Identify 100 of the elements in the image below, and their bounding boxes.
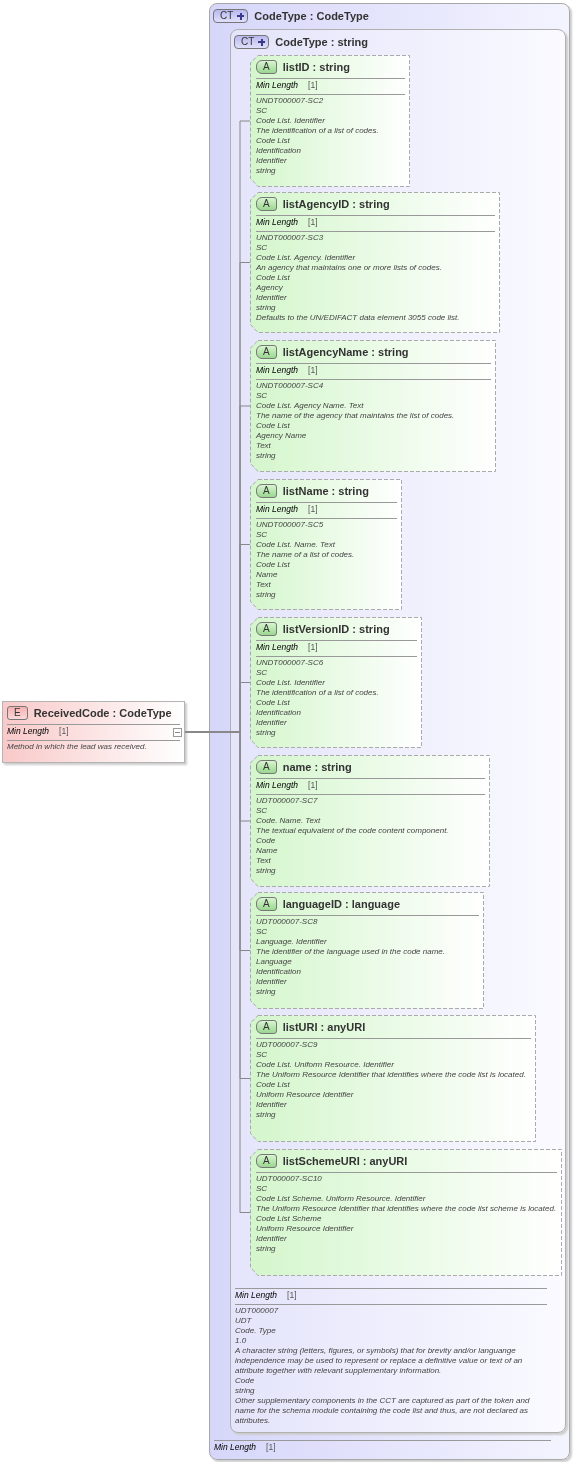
documentation-text: Identification	[256, 967, 302, 977]
documentation-text: The Uniform Resource Identifier that identifies where the code list scheme is located.	[256, 1204, 557, 1214]
facet-label: Min Length	[235, 1290, 278, 1301]
attribute-badge: A	[256, 60, 277, 74]
documentation-text: Code List	[256, 273, 291, 283]
attribute-box	[250, 1149, 562, 1276]
node-title: listAgencyID : string	[282, 198, 390, 210]
documentation-text: UDT000007	[235, 1306, 280, 1316]
documentation-text: The identification of a list of codes.	[256, 688, 380, 698]
documentation-text: Identification	[256, 146, 302, 156]
facet-label: Min Length	[7, 726, 50, 737]
facet-value: [1]	[287, 1290, 297, 1301]
documentation-text: Identifier	[256, 718, 288, 728]
node-title: name : string	[282, 761, 352, 773]
facet-label: Min Length	[256, 365, 299, 376]
attribute-box	[250, 755, 490, 887]
documentation-text: UDT000007-SC8	[256, 917, 319, 927]
documentation-text: Code List. Uniform Resource. Identifier	[256, 1060, 395, 1070]
attribute-badge: A	[256, 622, 277, 636]
attribute-badge: A	[256, 1020, 277, 1034]
documentation-text: Code List. Name. Text	[256, 540, 336, 550]
documentation-text: Identifier	[256, 293, 288, 303]
documentation-text: Agency Name	[256, 431, 308, 441]
documentation-text: UDT000007-SC9	[256, 1040, 319, 1050]
documentation-text: Text	[256, 856, 272, 866]
documentation-text: Code List	[256, 560, 291, 570]
complex-type-badge: CT	[213, 9, 249, 23]
documentation-text: Identifier	[256, 156, 288, 166]
attribute-badge: A	[256, 345, 277, 359]
documentation-text: UNDT000007-SC4	[256, 381, 325, 391]
documentation-text: Code	[256, 836, 277, 846]
documentation-text: Identifier	[256, 1100, 288, 1110]
documentation-text: Uniform Resource Identifier	[256, 1224, 355, 1234]
documentation-text: Method in which the lead was received.	[7, 742, 148, 752]
documentation-text: Code List Scheme	[256, 1214, 323, 1224]
documentation-text: SC	[256, 106, 269, 116]
documentation-text: SC	[256, 806, 269, 816]
documentation-text: string	[256, 728, 277, 738]
node-title: listSchemeURI : anyURI	[282, 1155, 408, 1167]
node-title: ReceivedCode : CodeType	[33, 707, 172, 719]
attribute-box	[250, 892, 484, 1009]
node-title: listURI : anyURI	[282, 1021, 366, 1033]
documentation-text: string	[256, 451, 277, 461]
documentation-text: Code List	[256, 136, 291, 146]
attribute-badge: A	[256, 484, 277, 498]
node-title: listName : string	[282, 485, 369, 497]
attribute-box	[250, 617, 422, 748]
facet-value: [1]	[59, 726, 69, 737]
documentation-text: string	[256, 1244, 277, 1254]
documentation-text: The Uniform Resource Identifier that identifies where the code list is located.	[256, 1070, 527, 1080]
node-title: CodeType : string	[275, 36, 369, 48]
node-title: listVersionID : string	[282, 623, 390, 635]
element-box	[2, 701, 185, 763]
documentation-text: Language. Identifier	[256, 937, 328, 947]
documentation-text: UDT	[235, 1316, 253, 1326]
facet-label: Min Length	[256, 642, 299, 653]
documentation-text: UNDT000007-SC2	[256, 96, 325, 106]
documentation-text: The identifier of the language used in the code name.	[256, 947, 447, 957]
attribute-badge: A	[256, 760, 277, 774]
documentation-text: Code	[235, 1376, 256, 1386]
facet-value: [1]	[308, 780, 318, 791]
documentation-text: string	[256, 1110, 277, 1120]
documentation-text: UNDT000007-SC5	[256, 520, 325, 530]
documentation-text: Name	[256, 846, 279, 856]
documentation-text: Identifier	[256, 977, 288, 987]
documentation-text: A character string (letters, figures, or symbols) that for brevity and/or languange independence may be used to represent or replace a definitive value or text of an attribute together with relevant supplementary information.	[235, 1346, 524, 1376]
facet-label: Min Length	[256, 80, 299, 91]
attribute-box	[250, 55, 410, 187]
node-title: CodeType : CodeType	[254, 10, 369, 22]
documentation-text: Code List Scheme. Uniform Resource. Identifier	[256, 1194, 427, 1204]
attribute-badge: A	[256, 197, 277, 211]
facet-label: Min Length	[256, 504, 299, 515]
documentation-text: Agency	[256, 283, 284, 293]
facet-value: [1]	[308, 365, 318, 376]
attribute-box	[250, 479, 402, 610]
complex-type-badge: CT	[234, 35, 270, 49]
attribute-box	[250, 1015, 536, 1142]
documentation-text: SC	[256, 927, 269, 937]
documentation-text: string	[235, 1386, 256, 1396]
attribute-box	[250, 340, 496, 472]
documentation-text: 1.0	[235, 1336, 248, 1346]
documentation-text: Identifier	[256, 1234, 288, 1244]
node-title: listID : string	[282, 61, 350, 73]
documentation-text: Code. Name. Text	[256, 816, 322, 826]
facet-value: [1]	[308, 642, 318, 653]
facet-label: Min Length	[256, 217, 299, 228]
attribute-badge: A	[256, 1154, 277, 1168]
documentation-text: Code List. Agency. Identifier	[256, 253, 357, 263]
documentation-text: Text	[256, 441, 272, 451]
facet-label: Min Length	[256, 780, 299, 791]
facet-value: [1]	[308, 504, 318, 515]
documentation-text: The name of a list of codes.	[256, 550, 356, 560]
documentation-text: SC	[256, 391, 269, 401]
documentation-text: Code List. Identifier	[256, 678, 326, 688]
documentation-text: UNDT000007-SC3	[256, 233, 325, 243]
documentation-text: SC	[256, 1050, 269, 1060]
documentation-text: Other supplementary components in the CCT are captured as part of the token and name for the schema module containing the code list and thus, are not declared as attributes.	[235, 1396, 531, 1426]
facet-value: [1]	[308, 217, 318, 228]
documentation-text: SC	[256, 1184, 269, 1194]
documentation-text: UNDT000007-SC6	[256, 658, 325, 668]
